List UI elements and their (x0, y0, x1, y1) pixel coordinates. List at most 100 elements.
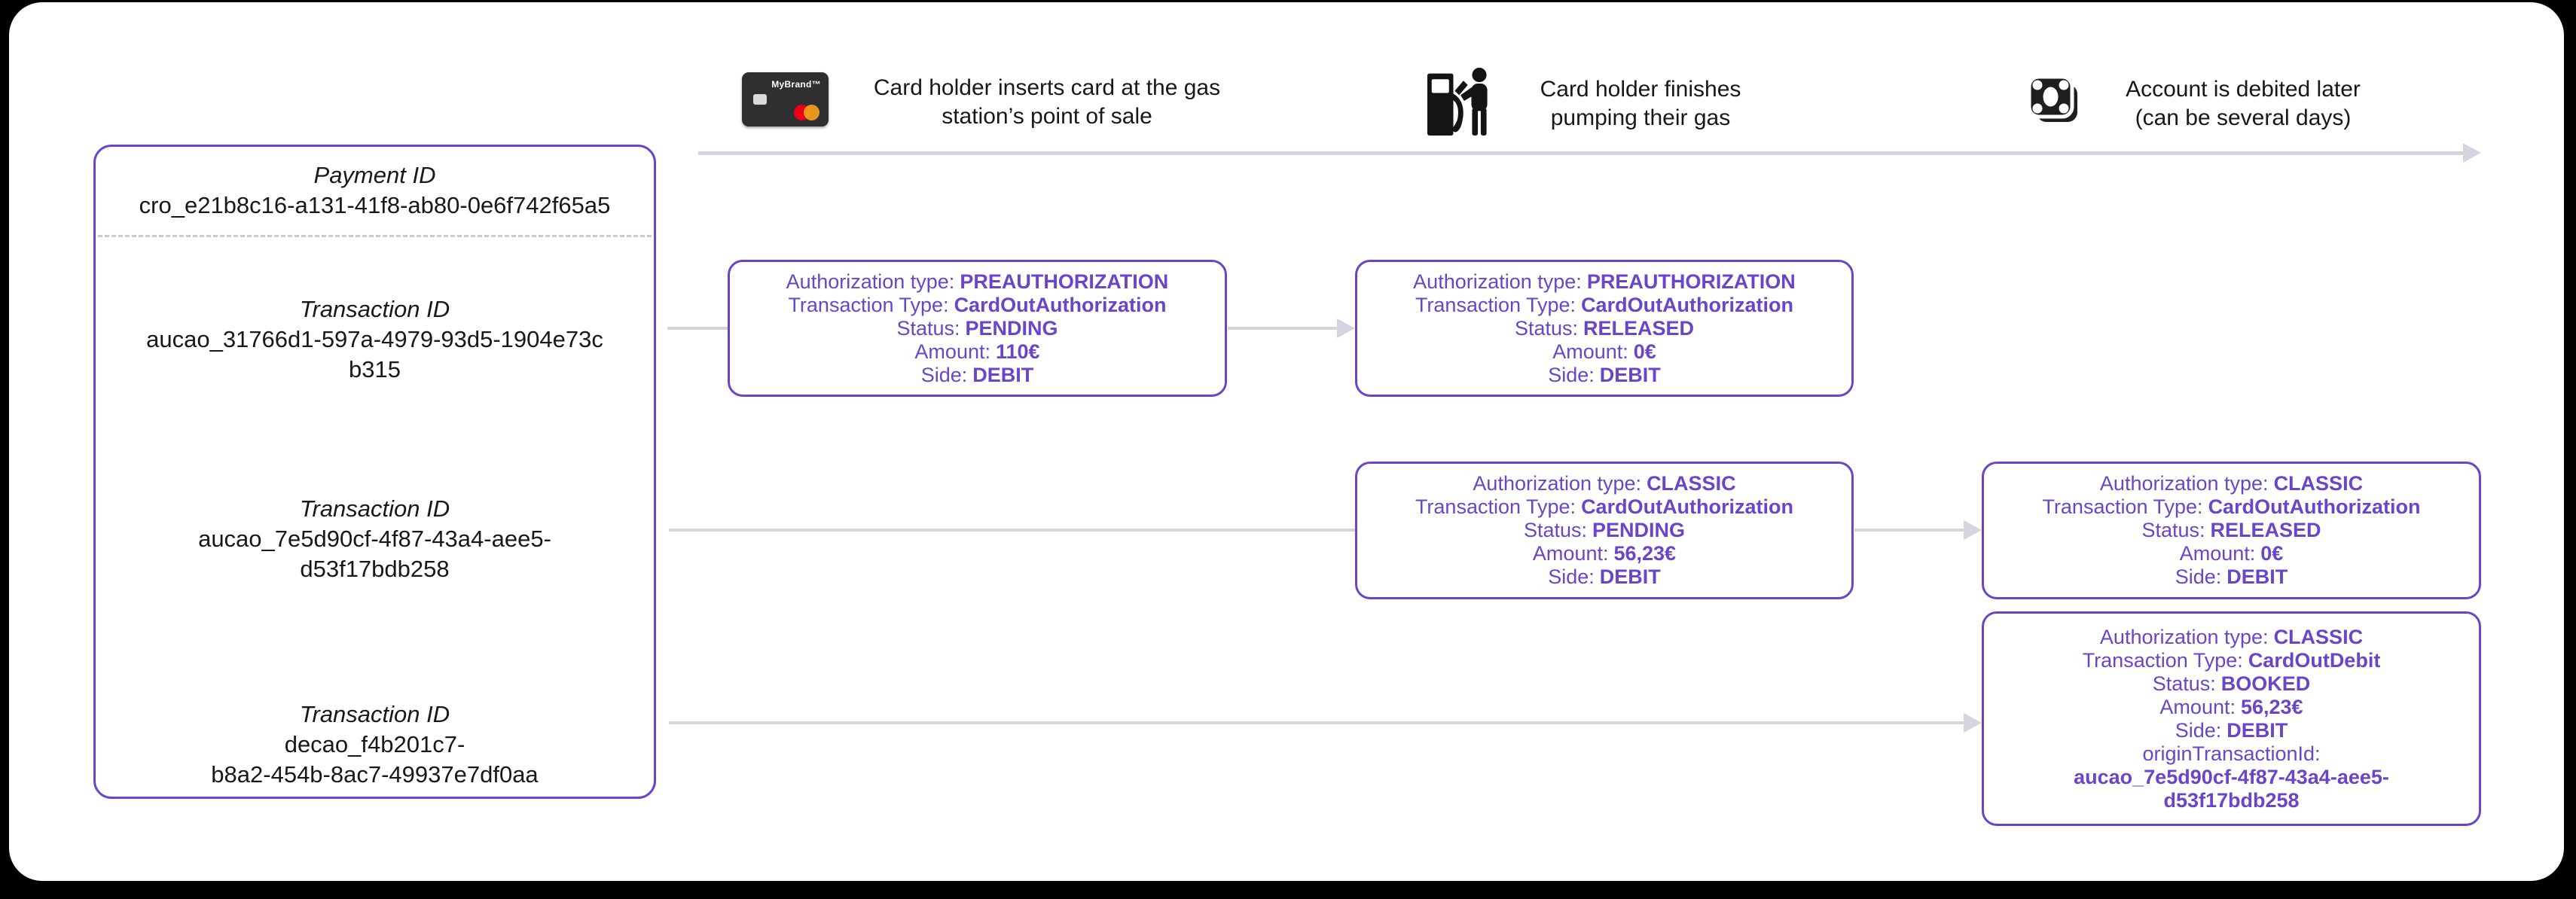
transaction-id-label: Transaction ID (299, 495, 450, 522)
field-value: PENDING (965, 316, 1058, 340)
field-value: CLASSIC (2273, 625, 2364, 648)
field-line: Amount:110€ (730, 340, 1225, 364)
connector-row2-arrowhead (1964, 520, 1982, 540)
field-label: Authorization type: (1473, 472, 1642, 495)
credit-card-icon: MyBrand™ (742, 72, 829, 126)
field-value: CardOutAuthorization (2208, 495, 2421, 518)
field-value: DEBIT (1599, 363, 1661, 386)
field-label: Status: (896, 316, 960, 340)
auth-card-preauth-released: Authorization type:PREAUTHORIZATION Tran… (1355, 260, 1854, 397)
transaction-id-label: Transaction ID (299, 296, 450, 322)
connector-row1-stub (667, 327, 728, 330)
field-value: CardOutAuthorization (1581, 293, 1794, 316)
auth-card-classic-pending: Authorization type:CLASSIC Transaction T… (1355, 462, 1854, 599)
connector-row1-arrowhead (1337, 318, 1355, 338)
card-brand-label: MyBrand™ (771, 79, 821, 90)
field-line: Side:DEBIT (1357, 565, 1851, 589)
field-value: 56,23€ (2240, 695, 2303, 718)
field-value: 0€ (1633, 340, 1656, 363)
field-label: Amount: (2159, 695, 2236, 718)
field-label: Side: (2175, 718, 2222, 742)
step-1-label: Card holder inserts card at the gas stat… (873, 75, 1221, 129)
field-value: CLASSIC (2273, 472, 2364, 495)
field-label: Amount: (2179, 542, 2256, 565)
transaction-id-group-3: Transaction ID decao_f4b201c7- b8a2-454b… (96, 699, 654, 790)
field-label: Authorization type: (2099, 472, 2269, 495)
field-line: Transaction Type:CardOutAuthorization (1357, 294, 1851, 317)
field-label: Transaction Type: (2042, 495, 2203, 518)
field-label: Status: (2141, 519, 2205, 541)
field-line: Transaction Type:CardOutDebit (1984, 649, 2479, 672)
payment-id-value: cro_e21b8c16-a131-41f8-ab80-0e6f742f65a5 (139, 192, 611, 218)
connector-row3-line (669, 721, 1964, 724)
field-line: Status:PENDING (1357, 519, 1851, 542)
transaction-id-group-2: Transaction ID aucao_7e5d90cf-4f87-43a4-… (96, 494, 654, 584)
connector-row1-arrow-line (1228, 327, 1338, 330)
field-value: RELEASED (2210, 519, 2321, 541)
field-value: RELEASED (1583, 316, 1695, 340)
payment-panel: Payment ID cro_e21b8c16-a131-41f8-ab80-0… (93, 145, 656, 799)
step-2-label: Card holder finishes pumping their gas (1540, 77, 1741, 130)
field-value: CardOutDebit (2248, 648, 2381, 672)
timeline-arrow-line (698, 151, 2464, 155)
field-label: Amount: (1532, 542, 1609, 565)
field-line: Authorization type:CLASSIC (1357, 472, 1851, 495)
auth-card-preauth-pending: Authorization type:PREAUTHORIZATION Tran… (728, 260, 1227, 397)
field-line: Authorization type:CLASSIC (1984, 472, 2479, 495)
payment-id-group: Payment ID cro_e21b8c16-a131-41f8-ab80-0… (96, 160, 654, 221)
field-value: CardOutAuthorization (954, 293, 1167, 316)
transaction-id-value: decao_f4b201c7- b8a2-454b-8ac7-49937e7df… (211, 731, 539, 788)
field-label: Authorization type: (786, 270, 955, 293)
step-3-label: Account is debited later (can be several… (2126, 77, 2361, 130)
field-value: CardOutAuthorization (1581, 495, 1794, 518)
field-label: Authorization type: (1413, 270, 1582, 293)
field-value: 0€ (2260, 542, 2284, 565)
transaction-id-value: aucao_7e5d90cf-4f87-43a4-aee5- d53f17bdb… (198, 526, 551, 582)
field-value: DEBIT (972, 363, 1034, 386)
origin-transaction-label: originTransactionId: (2142, 742, 2321, 765)
field-line: Status:PENDING (730, 317, 1225, 340)
field-value: DEBIT (1599, 565, 1661, 588)
field-value: 56,23€ (1613, 542, 1677, 565)
origin-transaction-value: aucao_7e5d90cf-4f87-43a4-aee5- d53f17bdb… (2074, 765, 2389, 812)
field-line: Side:DEBIT (1984, 719, 2479, 742)
field-label: Transaction Type: (1415, 495, 1576, 518)
dashed-divider (98, 235, 652, 237)
field-value: DEBIT (2227, 565, 2288, 588)
field-label: Transaction Type: (2082, 648, 2243, 672)
field-line: Status:BOOKED (1984, 672, 2479, 696)
field-value: 110€ (995, 340, 1040, 363)
payment-id-label: Payment ID (313, 162, 436, 188)
field-value: PENDING (1592, 519, 1686, 541)
connector-row2-arrow-line (1854, 529, 1964, 532)
timeline-arrowhead (2463, 143, 2481, 163)
field-label: Transaction Type: (1415, 293, 1576, 316)
field-label: Amount: (914, 340, 990, 363)
field-value: CLASSIC (1647, 472, 1736, 495)
field-line: Transaction Type:CardOutAuthorization (1984, 495, 2479, 519)
field-line: Amount:56,23€ (1984, 696, 2479, 719)
field-line: Transaction Type:CardOutAuthorization (1357, 495, 1851, 519)
field-line: Authorization type:PREAUTHORIZATION (1357, 270, 1851, 294)
field-value: PREAUTHORIZATION (1586, 270, 1796, 293)
field-label: Transaction Type: (788, 293, 949, 316)
field-line: Side:DEBIT (1357, 364, 1851, 387)
field-line: Side:DEBIT (730, 364, 1225, 387)
field-label: Side: (1548, 363, 1595, 386)
field-value: PREAUTHORIZATION (960, 270, 1169, 293)
field-label: Side: (920, 363, 968, 386)
field-label: Side: (2175, 565, 2222, 588)
field-line: Status:RELEASED (1984, 519, 2479, 542)
field-line: Authorization type:PREAUTHORIZATION (730, 270, 1225, 294)
banknote-icon (2028, 75, 2077, 122)
field-label: Amount: (1552, 340, 1628, 363)
field-line: Side:DEBIT (1984, 565, 2479, 589)
field-line: Status:RELEASED (1357, 317, 1851, 340)
mastercard-orange-circle (804, 105, 819, 120)
auth-card-classic-released: Authorization type:CLASSIC Transaction T… (1982, 462, 2481, 599)
transaction-id-label: Transaction ID (299, 701, 450, 727)
debit-card-booked: Authorization type:CLASSIC Transaction T… (1982, 611, 2481, 826)
card-chip (753, 94, 767, 105)
gas-pump-icon (1427, 67, 1488, 136)
field-label: Authorization type: (2099, 625, 2269, 648)
